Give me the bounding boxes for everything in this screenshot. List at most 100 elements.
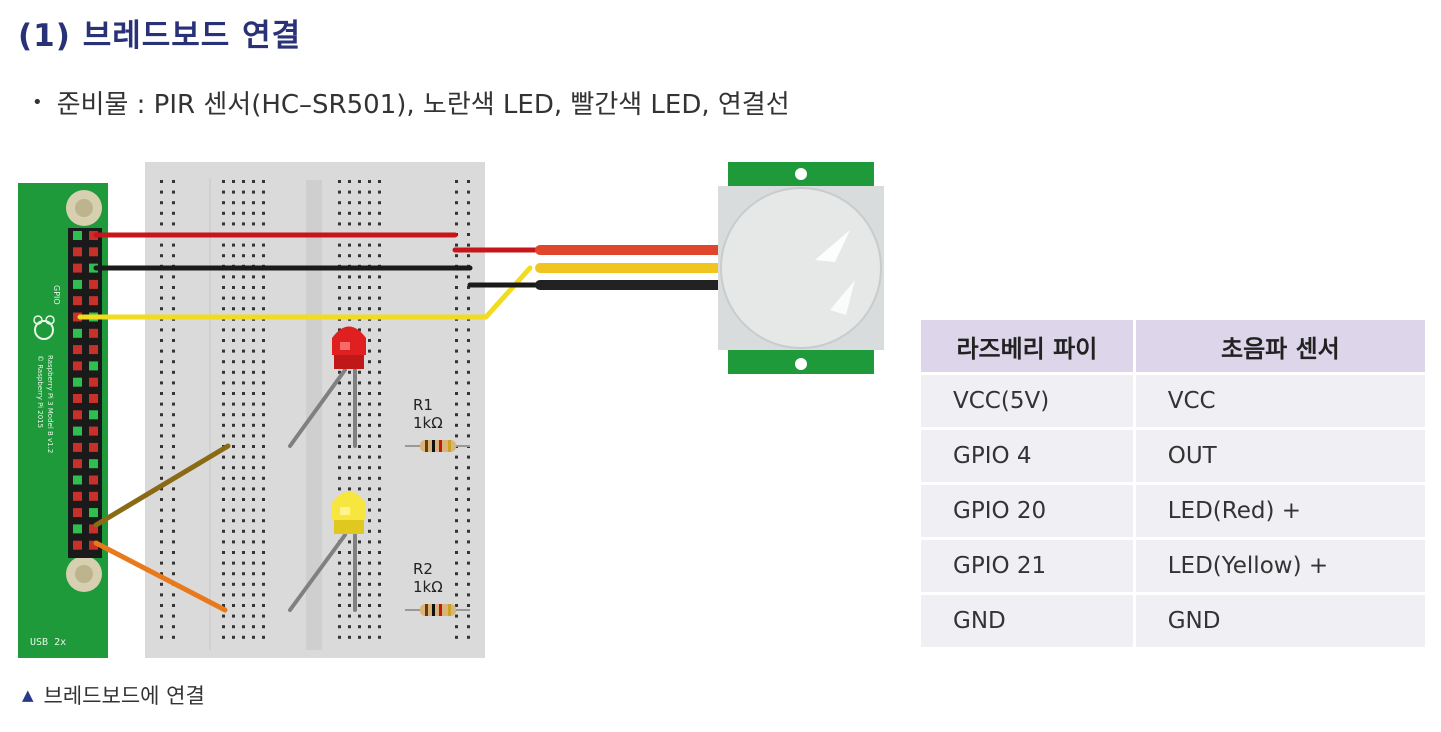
breadboard-hole (368, 540, 371, 544)
breadboard-hole (252, 211, 255, 215)
breadboard-hole (232, 476, 235, 480)
breadboard-hole (160, 180, 163, 183)
breadboard-hole (378, 201, 381, 205)
breadboard-hole (160, 593, 163, 597)
breadboard-hole (242, 519, 245, 523)
gpio-pin (89, 296, 98, 306)
breadboard-hole (348, 466, 351, 470)
breadboard-hole (358, 540, 361, 544)
breadboard-hole (232, 466, 235, 470)
breadboard-hole (232, 551, 235, 554)
breadboard-hole (455, 604, 458, 607)
breadboard-hole (378, 381, 381, 385)
breadboard-hole (262, 275, 265, 279)
breadboard-hole (378, 296, 381, 300)
breadboard-hole (232, 423, 235, 427)
breadboard-hole (160, 254, 163, 258)
breadboard-hole (232, 243, 235, 247)
breadboard-hole (172, 392, 175, 395)
r2-name: R2 (413, 560, 433, 578)
breadboard-hole (378, 604, 381, 607)
breadboard-hole (222, 392, 225, 395)
breadboard-hole (172, 498, 175, 501)
breadboard-hole (222, 508, 225, 512)
breadboard-hole (348, 582, 351, 586)
breadboard-hole (338, 370, 341, 374)
breadboard-hole (338, 222, 341, 226)
table-cell: GND (1135, 595, 1425, 647)
gpio-pin (73, 263, 82, 273)
breadboard-hole (455, 529, 458, 533)
gpio-pin (89, 410, 98, 420)
breadboard-hole (252, 423, 255, 427)
breadboard-hole (160, 222, 163, 226)
breadboard-hole (160, 625, 163, 629)
table-header-row: 라즈베리 파이 초음파 센서 (921, 320, 1425, 372)
breadboard-hole (455, 508, 458, 512)
breadboard-hole (348, 551, 351, 554)
breadboard-hole (467, 614, 470, 618)
table-cell: GND (921, 595, 1133, 647)
breadboard-hole (172, 572, 175, 576)
breadboard-hole (160, 392, 163, 395)
breadboard-hole (455, 551, 458, 554)
breadboard-hole (348, 222, 351, 226)
breadboard-hole (368, 625, 371, 629)
breadboard-hole (358, 381, 361, 385)
breadboard-hole (455, 222, 458, 226)
breadboard-hole (455, 466, 458, 470)
breadboard-hole (368, 254, 371, 258)
breadboard-hole (378, 360, 381, 364)
breadboard-hole (467, 211, 470, 215)
breadboard-hole (368, 508, 371, 512)
breadboard-hole (262, 508, 265, 512)
breadboard-hole (378, 339, 381, 342)
breadboard-hole (232, 201, 235, 205)
breadboard-hole (172, 201, 175, 205)
breadboard-hole (338, 275, 341, 279)
breadboard-hole (348, 572, 351, 576)
breadboard-hole (455, 349, 458, 353)
breadboard-hole (222, 593, 225, 597)
breadboard-hole (338, 466, 341, 470)
materials-text: 준비물 : PIR 센서(HC–SR501), 노란색 LED, 빨간색 LED… (56, 90, 790, 120)
breadboard-hole (232, 222, 235, 226)
breadboard-hole (160, 614, 163, 618)
breadboard-hole (172, 243, 175, 247)
breadboard-hole (378, 286, 381, 289)
breadboard-hole (242, 455, 245, 459)
breadboard-hole (467, 286, 470, 289)
breadboard-hole (252, 445, 255, 448)
breadboard-hole (338, 413, 341, 417)
breadboard-hole (358, 582, 361, 586)
breadboard-hole (378, 402, 381, 406)
breadboard-hole (455, 381, 458, 385)
breadboard-hole (467, 243, 470, 247)
gpio-pin (89, 394, 98, 403)
breadboard-hole (242, 529, 245, 533)
breadboard-hole (262, 635, 265, 639)
breadboard-hole (242, 211, 245, 215)
breadboard-hole (358, 201, 361, 205)
breadboard-hole (222, 466, 225, 470)
breadboard-hole (467, 328, 470, 332)
breadboard-hole (338, 190, 341, 194)
breadboard-hole (262, 381, 265, 385)
breadboard-hole (368, 360, 371, 364)
breadboard-hole (467, 339, 470, 342)
breadboard-hole (252, 519, 255, 523)
breadboard-hole (348, 445, 351, 448)
breadboard-hole (172, 445, 175, 448)
breadboard-hole (467, 476, 470, 480)
breadboard-hole (262, 328, 265, 332)
breadboard-hole (232, 445, 235, 448)
breadboard-hole (368, 402, 371, 406)
breadboard-hole (262, 296, 265, 300)
breadboard-hole (262, 434, 265, 438)
gpio-pin (89, 426, 98, 436)
breadboard-hole (467, 307, 470, 311)
breadboard-hole (455, 561, 458, 565)
table-row: VCC(5V) VCC (921, 375, 1425, 427)
breadboard-hole (358, 593, 361, 597)
red-led (332, 326, 366, 369)
